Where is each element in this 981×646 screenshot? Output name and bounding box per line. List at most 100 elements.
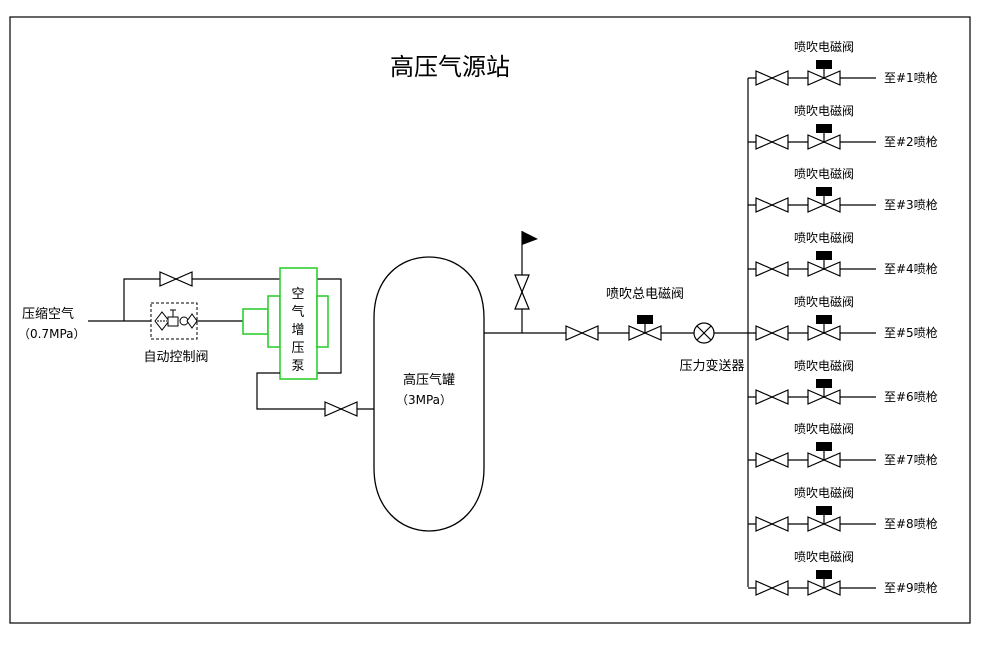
- branch-4-manual-valve-icon: [755, 261, 789, 277]
- branch-2-solenoid-valve-icon: [807, 124, 841, 150]
- branch-6-outlet-label: 至#6喷枪: [884, 389, 938, 404]
- branch-3-solenoid-valve-icon-left: [807, 197, 826, 213]
- branch-7-outlet-label: 至#7喷枪: [884, 452, 938, 467]
- branch-9-valve-label: 喷吹电磁阀: [794, 549, 854, 564]
- branch-1-manual-valve-icon-left: [755, 70, 774, 86]
- branch-9-solenoid-valve-icon-right: [822, 580, 841, 596]
- branch-1-manual-valve-icon-right: [770, 70, 789, 86]
- branch-7-manual-valve-icon: [755, 452, 789, 468]
- branch-6-valve-label: 喷吹电磁阀: [794, 358, 854, 373]
- branch-2-manual-valve-icon-right: [770, 134, 789, 150]
- pump-outlet-pipe: [256, 372, 374, 410]
- branch-5-valve-label: 喷吹电磁阀: [794, 294, 854, 309]
- main-solenoid-valve-icon: [628, 315, 662, 341]
- bypass-pipe: [123, 278, 342, 374]
- branch-7-solenoid-valve-icon: [807, 442, 841, 468]
- branch-4-valve-label: 喷吹电磁阀: [794, 230, 854, 245]
- branch-7-valve-label: 喷吹电磁阀: [794, 421, 854, 436]
- branch-2-solenoid-valve-icon-left: [807, 134, 826, 150]
- branch-9-solenoid-valve-icon: [807, 570, 841, 596]
- branch-2-solenoid-coil: [816, 124, 832, 133]
- main-manual-valve-icon: [565, 325, 599, 341]
- branch-9-manual-valve-icon-right: [770, 580, 789, 596]
- branch-6-solenoid-valve-icon-right: [822, 389, 841, 405]
- branch-4-solenoid-valve-icon-right: [822, 261, 841, 277]
- branch-8-solenoid-valve-icon-right: [822, 516, 841, 532]
- branch-5-solenoid-valve-icon-left: [807, 325, 826, 341]
- tank-pressure-label: （3MPa）: [396, 393, 452, 407]
- branch-5-manual-valve-icon: [755, 325, 789, 341]
- branch-4-manual-valve-icon-right: [770, 261, 789, 277]
- branch-5-manual-valve-icon-left: [755, 325, 774, 341]
- vent-valve-icon: [514, 274, 530, 310]
- branch-2-manual-valve-icon: [755, 134, 789, 150]
- auto-valve-label: 自动控制阀: [143, 350, 208, 365]
- branch-2-valve-label: 喷吹电磁阀: [794, 103, 854, 118]
- tank-inlet-valve-icon: [324, 401, 358, 417]
- vent-flag-icon: [522, 231, 538, 245]
- branch-1-solenoid-coil: [816, 60, 832, 69]
- branch-6-manual-valve-icon-right: [770, 389, 789, 405]
- branch-5-solenoid-valve-icon-right: [822, 325, 841, 341]
- branch-9-solenoid-valve-icon-left: [807, 580, 826, 596]
- diagram-frame: [9, 16, 971, 624]
- branch-2-manual-valve-icon-left: [755, 134, 774, 150]
- pump-label-char-4: 压: [291, 341, 304, 356]
- pressure-transmitter-icon: [693, 322, 715, 344]
- branch-5-solenoid-coil: [816, 315, 832, 324]
- branch-8-manual-valve-icon-right: [770, 516, 789, 532]
- branch-8-solenoid-valve-icon: [807, 506, 841, 532]
- branch-9-manual-valve-icon-left: [755, 580, 774, 596]
- bypass-valve-icon: [159, 271, 193, 287]
- branch-7-solenoid-valve-icon-left: [807, 452, 826, 468]
- branch-7-solenoid-valve-icon-right: [822, 452, 841, 468]
- branch-8-manual-valve-icon-left: [755, 516, 774, 532]
- branch-5-solenoid-valve-icon: [807, 315, 841, 341]
- branch-9-outlet-label: 至#9喷枪: [884, 580, 938, 595]
- branch-6-manual-valve-icon-left: [755, 389, 774, 405]
- branch-4-outlet-label: 至#4喷枪: [884, 261, 938, 276]
- branch-5-outlet-label: 至#5喷枪: [884, 325, 938, 340]
- branch-9-solenoid-coil: [816, 570, 832, 579]
- branch-group: 喷吹电磁阀至#1喷枪喷吹电磁阀至#2喷枪喷吹电磁阀至#3喷枪喷吹电磁阀至#4喷枪…: [748, 39, 938, 596]
- pump-label-char-3: 增: [291, 323, 304, 338]
- branch-7-manual-valve-icon-right: [770, 452, 789, 468]
- branch-3-manual-valve-icon-right: [770, 197, 789, 213]
- branch-6-solenoid-coil: [816, 379, 832, 388]
- branch-8-solenoid-coil: [816, 506, 832, 515]
- branch-4-solenoid-coil: [816, 251, 832, 260]
- pump-label-char-2: 气: [291, 304, 304, 320]
- auto-control-valve-icon: [150, 302, 198, 340]
- pressure-tank-icon: [373, 256, 485, 532]
- branch-7-solenoid-coil: [816, 442, 832, 451]
- pump-label-char-5: 泵: [291, 359, 304, 374]
- branch-1-manual-valve-icon: [755, 70, 789, 86]
- branch-3-solenoid-valve-icon: [807, 187, 841, 213]
- branch-3-solenoid-coil: [816, 187, 832, 196]
- branch-8-outlet-label: 至#8喷枪: [884, 516, 938, 531]
- branch-5-manual-valve-icon-right: [770, 325, 789, 341]
- branch-4-solenoid-valve-icon-left: [807, 261, 826, 277]
- branch-1-outlet-label: 至#1喷枪: [884, 70, 938, 85]
- branch-2-outlet-label: 至#2喷枪: [884, 134, 938, 149]
- branch-4-solenoid-valve-icon: [807, 251, 841, 277]
- pump-label-char-1: 空: [291, 287, 304, 302]
- branch-3-outlet-label: 至#3喷枪: [884, 197, 938, 212]
- branch-2-solenoid-valve-icon-right: [822, 134, 841, 150]
- branch-8-manual-valve-icon: [755, 516, 789, 532]
- tank-label: 高压气罐: [403, 372, 455, 388]
- branch-1-solenoid-valve-icon: [807, 60, 841, 86]
- branch-9-manual-valve-icon: [755, 580, 789, 596]
- branch-4-manual-valve-icon-left: [755, 261, 774, 277]
- booster-pump-icon: [242, 267, 329, 380]
- branch-6-solenoid-valve-icon-left: [807, 389, 826, 405]
- branch-3-manual-valve-icon-left: [755, 197, 774, 213]
- branch-3-manual-valve-icon: [755, 197, 789, 213]
- branch-1-solenoid-valve-icon-right: [822, 70, 841, 86]
- branch-8-solenoid-valve-icon-left: [807, 516, 826, 532]
- branch-6-manual-valve-icon: [755, 389, 789, 405]
- branch-7-manual-valve-icon-left: [755, 452, 774, 468]
- branch-3-valve-label: 喷吹电磁阀: [794, 166, 854, 181]
